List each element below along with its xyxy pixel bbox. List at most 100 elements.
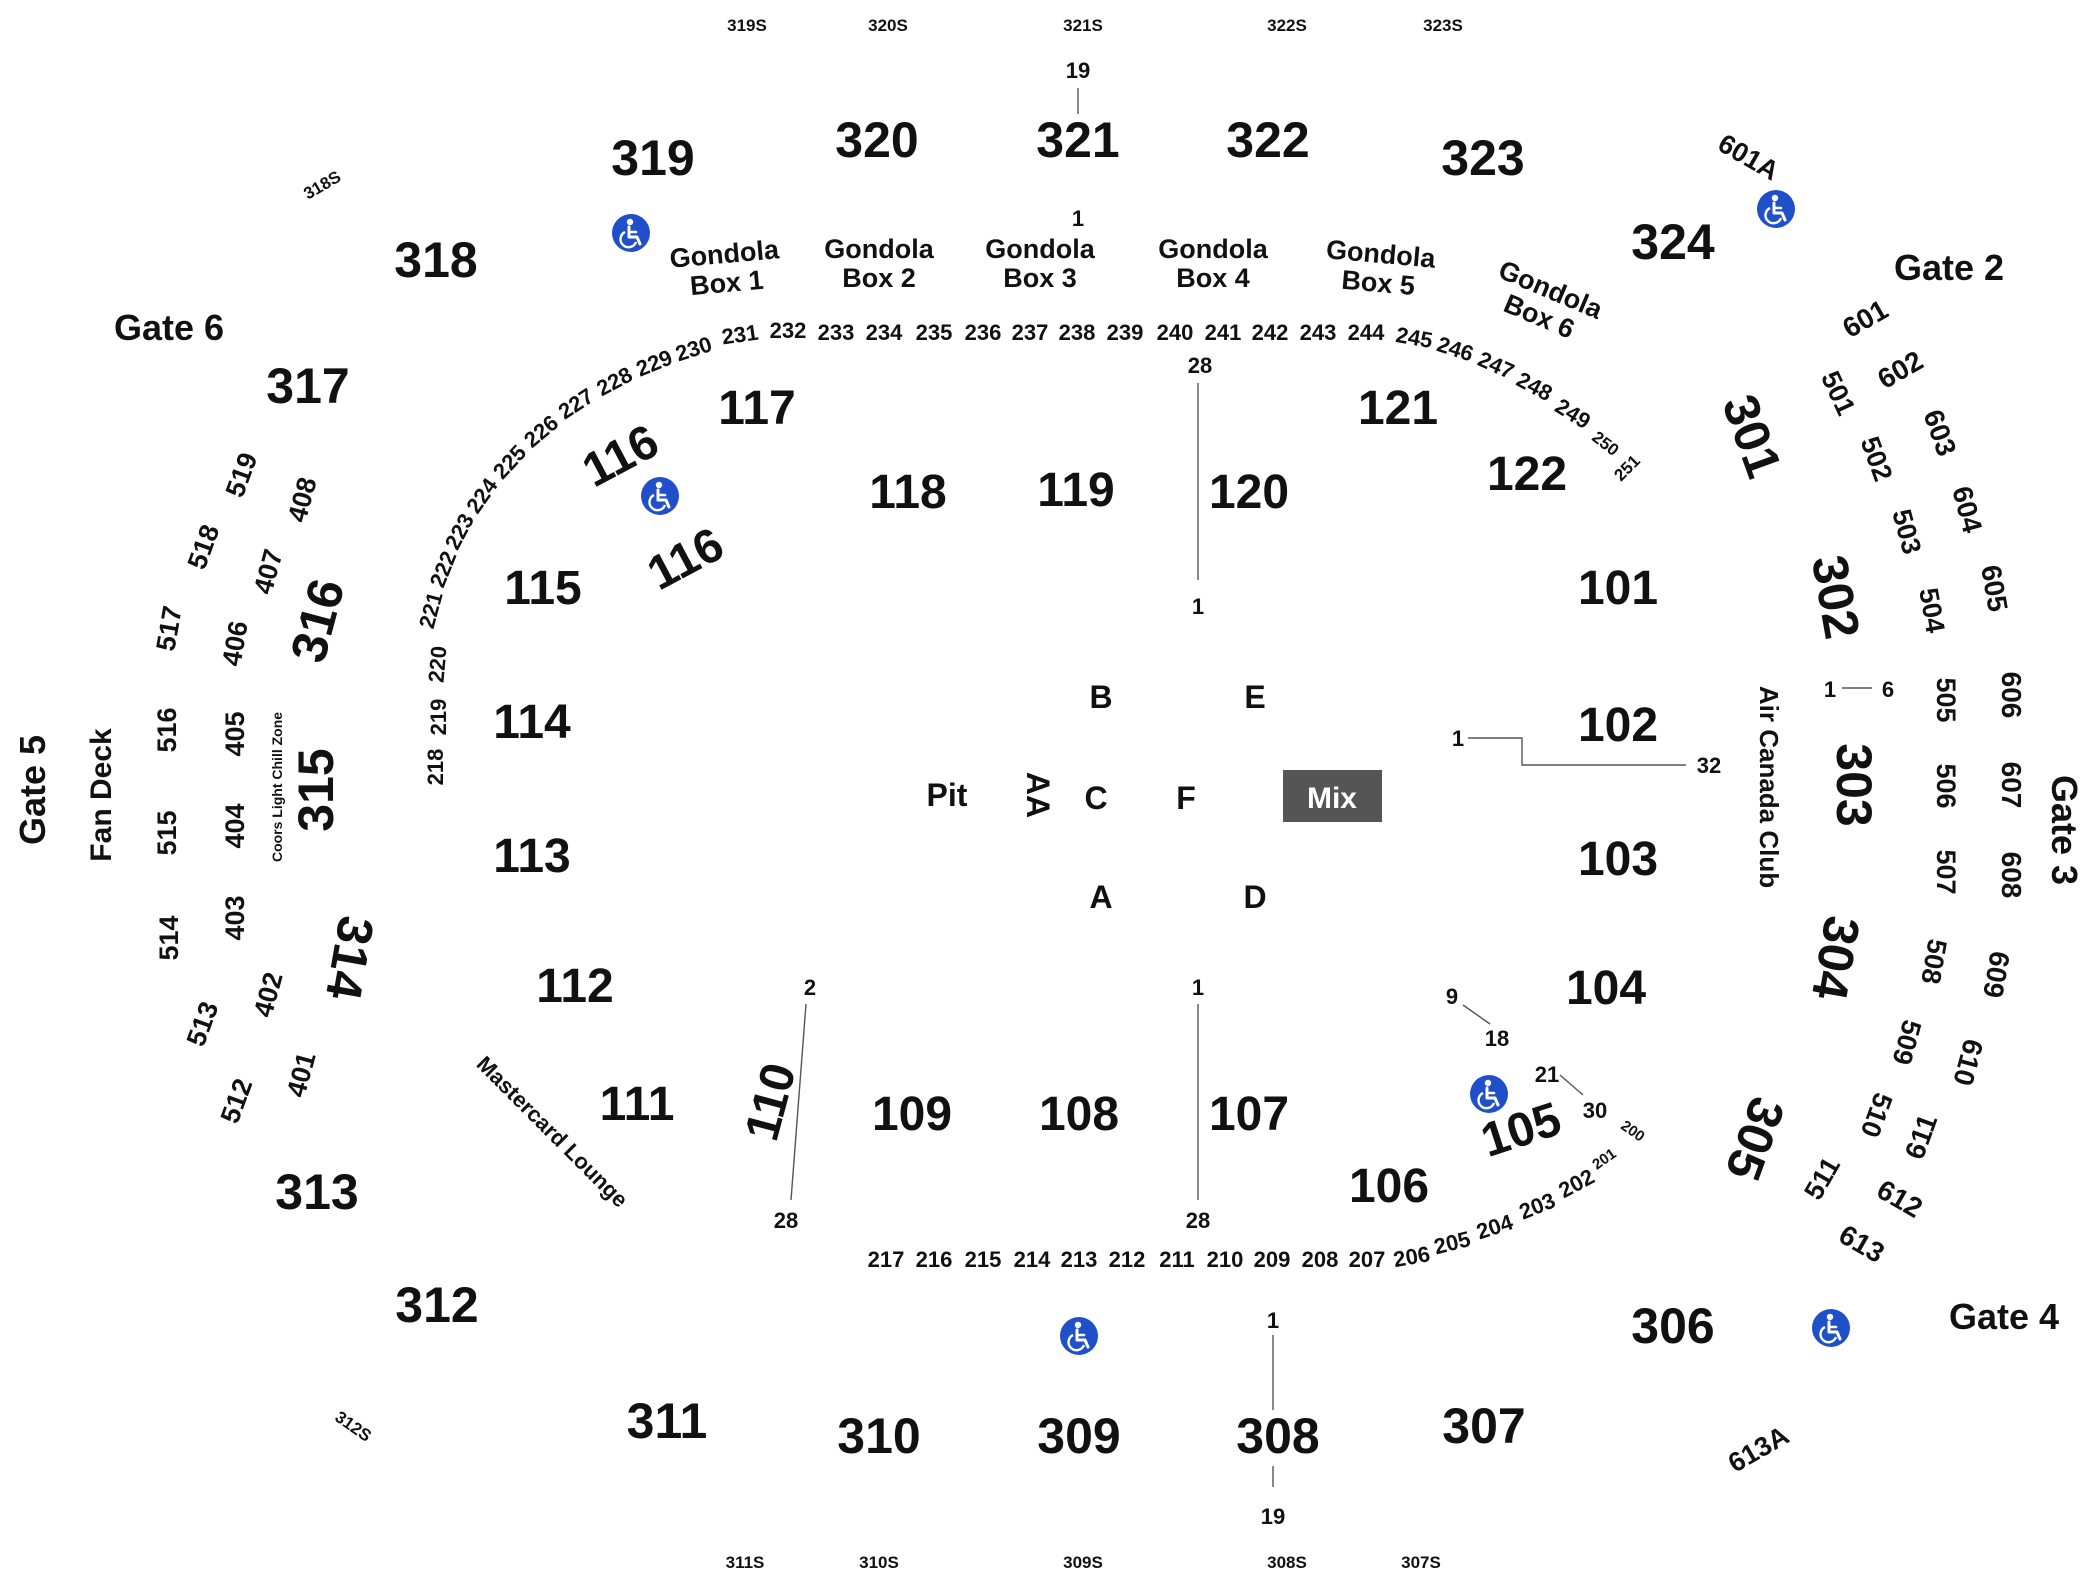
section-221[interactable]: 221	[414, 589, 448, 631]
floor-f[interactable]: F	[1176, 780, 1196, 816]
section-310[interactable]: 310	[837, 1408, 920, 1464]
section-517[interactable]: 517	[150, 604, 187, 654]
section-111[interactable]: 111	[600, 1078, 675, 1131]
section-502[interactable]: 502	[1855, 433, 1899, 486]
section-103[interactable]: 103	[1578, 833, 1658, 886]
section-251[interactable]: 251	[1610, 451, 1643, 484]
section-246[interactable]: 246	[1434, 331, 1477, 366]
section-503[interactable]: 503	[1886, 506, 1927, 557]
section-317[interactable]: 317	[266, 358, 349, 414]
section-247[interactable]: 247	[1474, 346, 1518, 384]
section-215[interactable]: 215	[965, 1247, 1002, 1272]
section-113[interactable]: 113	[493, 830, 570, 883]
section-511[interactable]: 511	[1798, 1152, 1846, 1205]
section-606[interactable]: 606	[1996, 672, 2027, 719]
section-306[interactable]: 306	[1631, 1298, 1714, 1354]
section-608[interactable]: 608	[1996, 852, 2027, 899]
section-121[interactable]: 121	[1358, 382, 1438, 435]
section-112[interactable]: 112	[536, 960, 613, 1013]
section-233[interactable]: 233	[818, 320, 855, 345]
section-216[interactable]: 216	[916, 1247, 953, 1272]
section-407[interactable]: 407	[248, 546, 289, 597]
section-115[interactable]: 115	[504, 562, 581, 615]
gondola-box-5[interactable]: Gondola Box 5	[1322, 234, 1438, 302]
floor-pit[interactable]: Pit	[927, 777, 968, 813]
section-206[interactable]: 206	[1391, 1241, 1432, 1272]
section-406[interactable]: 406	[216, 619, 253, 669]
suite-label[interactable]: 307S	[1401, 1553, 1441, 1572]
wheelchair-icon[interactable]	[641, 477, 679, 515]
section-301[interactable]: 301	[1711, 387, 1792, 485]
section-204[interactable]: 204	[1473, 1209, 1516, 1244]
section-109[interactable]: 109	[872, 1088, 952, 1141]
gondola-box-4[interactable]: Gondola Box 4	[1158, 234, 1268, 293]
section-222[interactable]: 222	[425, 547, 462, 590]
section-120[interactable]: 120	[1209, 466, 1289, 519]
section-117[interactable]: 117	[718, 382, 795, 435]
section-218[interactable]: 218	[423, 749, 448, 786]
suite-label[interactable]: 311S	[726, 1553, 765, 1572]
section-321[interactable]: 321	[1036, 112, 1119, 168]
suite-label-312s[interactable]: 312S	[331, 1407, 374, 1445]
wheelchair-icon[interactable]	[1470, 1075, 1508, 1113]
section-314[interactable]: 314	[315, 912, 385, 1004]
section-610[interactable]: 610	[1947, 1036, 1989, 1089]
section-313[interactable]: 313	[275, 1164, 358, 1220]
wheelchair-icon[interactable]	[1757, 190, 1795, 228]
section-102[interactable]: 102	[1578, 699, 1658, 752]
section-200[interactable]: 200	[1617, 1117, 1647, 1145]
section-225[interactable]: 225	[488, 440, 531, 484]
section-601[interactable]: 601	[1837, 294, 1893, 344]
section-405[interactable]: 405	[220, 711, 250, 756]
section-203[interactable]: 203	[1515, 1188, 1558, 1225]
section-220[interactable]: 220	[423, 645, 451, 684]
section-236[interactable]: 236	[965, 320, 1002, 345]
section-207[interactable]: 207	[1349, 1247, 1386, 1272]
section-613[interactable]: 613	[1834, 1219, 1890, 1269]
section-605[interactable]: 605	[1975, 563, 2014, 614]
section-234[interactable]: 234	[866, 320, 903, 345]
section-226[interactable]: 226	[519, 410, 563, 453]
floor-c[interactable]: C	[1084, 780, 1107, 816]
section-239[interactable]: 239	[1107, 320, 1144, 345]
section-316[interactable]: 316	[280, 573, 356, 668]
section-509[interactable]: 509	[1886, 1017, 1927, 1068]
section-304[interactable]: 304	[1801, 912, 1871, 1004]
section-108[interactable]: 108	[1039, 1088, 1119, 1141]
section-240[interactable]: 240	[1157, 320, 1194, 345]
floor-e[interactable]: E	[1244, 679, 1265, 715]
section-224[interactable]: 224	[461, 473, 503, 518]
section-515[interactable]: 515	[152, 810, 182, 855]
section-305[interactable]: 305	[1714, 1090, 1795, 1188]
floor-b[interactable]: B	[1089, 679, 1112, 715]
suite-label[interactable]: 323S	[1423, 16, 1463, 35]
suite-label[interactable]: 309S	[1063, 1553, 1103, 1572]
section-611[interactable]: 611	[1899, 1110, 1944, 1163]
section-319[interactable]: 319	[611, 130, 694, 186]
section-212[interactable]: 212	[1109, 1247, 1146, 1272]
section-213[interactable]: 213	[1061, 1247, 1098, 1272]
section-507[interactable]: 507	[1931, 849, 1961, 894]
section-230[interactable]: 230	[672, 331, 715, 366]
section-201[interactable]: 201	[1589, 1145, 1619, 1173]
section-210[interactable]: 210	[1207, 1247, 1244, 1272]
section-232[interactable]: 232	[770, 318, 807, 343]
section-401[interactable]: 401	[281, 1049, 322, 1100]
section-607[interactable]: 607	[1996, 762, 2027, 809]
section-518[interactable]: 518	[182, 521, 226, 574]
section-402[interactable]: 402	[248, 969, 289, 1020]
section-603[interactable]: 603	[1917, 405, 1962, 460]
section-245[interactable]: 245	[1394, 322, 1435, 353]
section-604[interactable]: 604	[1946, 483, 1988, 537]
section-505[interactable]: 505	[1931, 677, 1961, 722]
section-303[interactable]: 303	[1826, 743, 1882, 826]
section-119[interactable]: 119	[1037, 464, 1114, 517]
section-243[interactable]: 243	[1300, 320, 1337, 345]
section-318[interactable]: 318	[394, 232, 477, 288]
section-228[interactable]: 228	[592, 362, 636, 401]
section-237[interactable]: 237	[1012, 320, 1049, 345]
section-241[interactable]: 241	[1205, 320, 1242, 345]
section-235[interactable]: 235	[916, 320, 953, 345]
suite-label-318s[interactable]: 318S	[300, 167, 344, 203]
section-501[interactable]: 501	[1815, 366, 1861, 420]
